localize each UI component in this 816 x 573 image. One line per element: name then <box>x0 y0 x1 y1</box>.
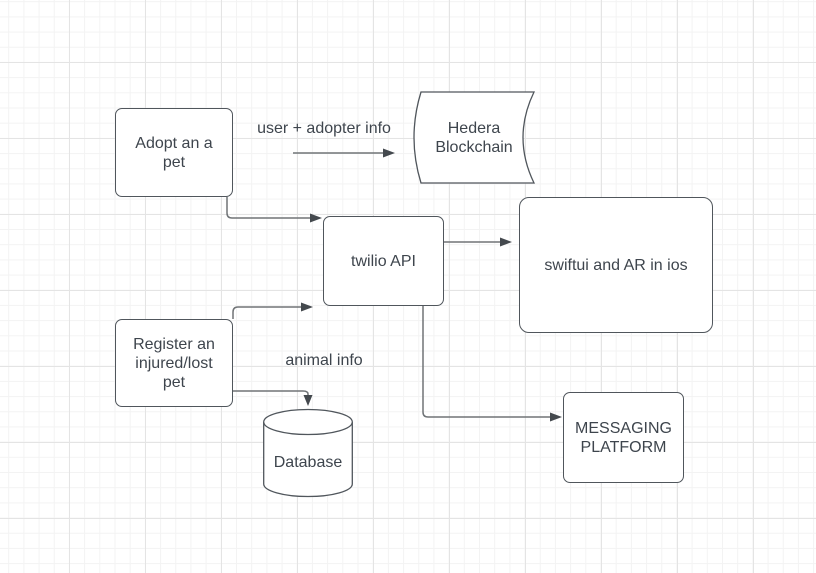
edge-line[interactable] <box>233 390 309 395</box>
edge-adopt-twilio[interactable] <box>226 197 322 223</box>
node-database[interactable]: Database <box>263 408 353 498</box>
edge-register-twilio[interactable] <box>232 302 313 320</box>
edge-twilio-messaging[interactable] <box>422 306 562 422</box>
edge-twilio-swiftui[interactable] <box>444 237 512 247</box>
node-register-pet[interactable]: Register an injured/lost pet <box>115 319 233 407</box>
stored-data-shape <box>413 91 536 184</box>
node-hedera-blockchain[interactable]: Hedera Blockchain <box>409 88 539 187</box>
edge-label-user-adopter-info: user + adopter info <box>257 120 391 137</box>
arrowhead <box>500 237 512 247</box>
edge-line[interactable] <box>422 306 550 418</box>
edge-label-animal-info: animal info <box>285 352 363 369</box>
cylinder-shape <box>263 408 353 498</box>
node-messaging-platform[interactable]: MESSAGING PLATFORM <box>563 392 684 483</box>
arrowhead <box>301 302 313 312</box>
node-adopt-a-pet[interactable]: Adopt an a pet <box>115 108 233 197</box>
edge-user-adopter-info[interactable] <box>293 148 395 158</box>
node-twilio-api[interactable]: twilio API <box>323 216 444 306</box>
node-label: Adopt an a pet <box>135 134 213 171</box>
node-label: twilio API <box>351 252 416 270</box>
edge-line[interactable] <box>226 197 310 219</box>
node-swiftui-ar-ios[interactable]: swiftui and AR in ios <box>519 197 713 333</box>
node-label: MESSAGING PLATFORM <box>575 419 672 456</box>
arrowhead <box>310 213 322 223</box>
arrowhead <box>550 412 562 422</box>
edge-line[interactable] <box>232 306 301 319</box>
arrowhead <box>303 395 313 406</box>
node-label: Register an injured/lost pet <box>133 335 215 391</box>
node-label: swiftui and AR in ios <box>544 256 688 274</box>
edge-register-database[interactable] <box>233 390 313 406</box>
arrowhead <box>383 148 395 158</box>
